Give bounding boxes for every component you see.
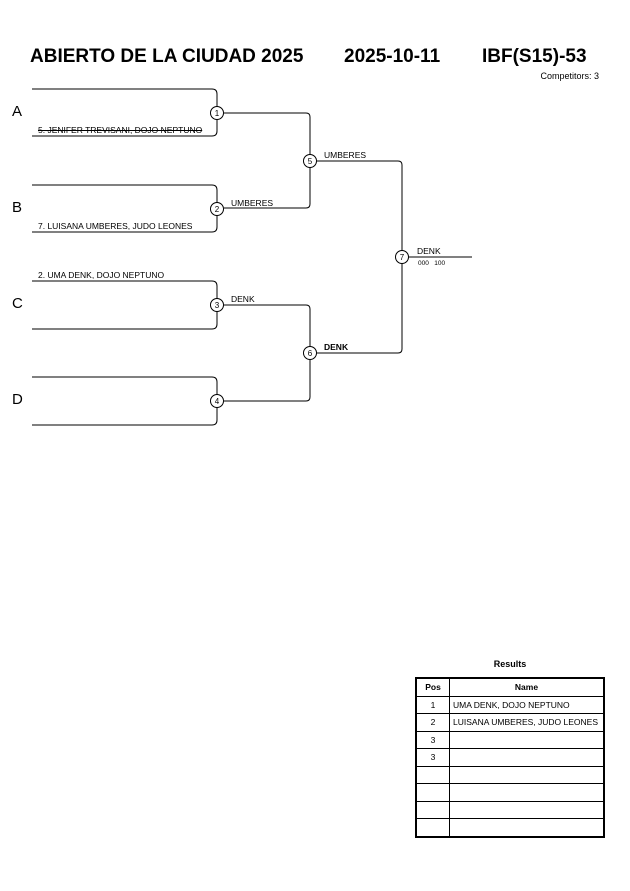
pool-letter-b: B (12, 199, 23, 216)
event-title: ABIERTO DE LA CIUDAD 2025 (30, 46, 304, 67)
result-pos (415, 818, 450, 837)
competitors-count: Competitors: 3 (540, 71, 599, 81)
result-name (449, 818, 605, 837)
match-5-bracket (224, 112, 311, 209)
event-date: 2025-10-11 (344, 46, 441, 67)
match-node-3 (210, 298, 224, 312)
match-3-bracket (32, 280, 218, 330)
result-pos: 2 (415, 713, 450, 732)
match-node-4 (210, 394, 224, 408)
match-2-winner: UMBERES (231, 198, 274, 208)
table-row (415, 800, 605, 819)
result-pos (415, 800, 450, 819)
table-row (415, 818, 605, 837)
match-6-winner: DENK (324, 342, 349, 352)
result-name (449, 765, 605, 784)
match-5-winner: UMBERES (324, 150, 367, 160)
match-node-1 (210, 106, 224, 120)
match-node-6 (303, 346, 317, 360)
match-3-winner: DENK (231, 294, 255, 304)
entry-pool-b: 7. LUISANA UMBERES, JUDO LEONES (38, 221, 193, 231)
match-node-7 (395, 250, 409, 264)
result-name: UMA DENK, DOJO NEPTUNO (449, 695, 605, 714)
match-7-bracket (317, 160, 403, 354)
result-name (449, 783, 605, 802)
match-node-5 (303, 154, 317, 168)
result-pos (415, 783, 450, 802)
entry-pool-a: 5. JENIFER TREVISANI, DOJO NEPTUNO (38, 125, 203, 135)
result-pos: 3 (415, 748, 450, 767)
table-row: 3 (415, 730, 605, 749)
match-number-5: 5 (308, 157, 313, 166)
result-pos: 3 (415, 730, 450, 749)
results-header-pos: Pos (415, 677, 450, 697)
result-pos (415, 765, 450, 784)
final-winner: DENK (417, 246, 441, 256)
final-score: 000 100 (418, 260, 446, 267)
pool-letter-d: D (12, 391, 23, 408)
table-row (415, 783, 605, 802)
pool-letter-a: A (12, 103, 23, 120)
match-number-2: 2 (215, 205, 220, 214)
result-name: LUISANA UMBERES, JUDO LEONES (449, 713, 605, 732)
result-name (449, 730, 605, 749)
match-number-6: 6 (308, 349, 313, 358)
match-number-1: 1 (215, 109, 220, 118)
match-4-bracket (32, 376, 218, 426)
pool-letter-c: C (12, 295, 23, 312)
result-name (449, 800, 605, 819)
match-number-4: 4 (215, 397, 220, 406)
table-row: 3 (415, 748, 605, 767)
category-code: IBF(S15)-53 (482, 46, 587, 67)
match-number-7: 7 (400, 253, 405, 262)
result-name (449, 748, 605, 767)
match-node-2 (210, 202, 224, 216)
match-number-3: 3 (215, 301, 220, 310)
match-6-bracket (224, 304, 311, 402)
results-header-name: Name (449, 677, 605, 697)
result-pos: 1 (415, 695, 450, 714)
results-title: Results (493, 659, 527, 669)
entry-pool-c: 2. UMA DENK, DOJO NEPTUNO (38, 270, 165, 280)
table-row (415, 765, 605, 784)
